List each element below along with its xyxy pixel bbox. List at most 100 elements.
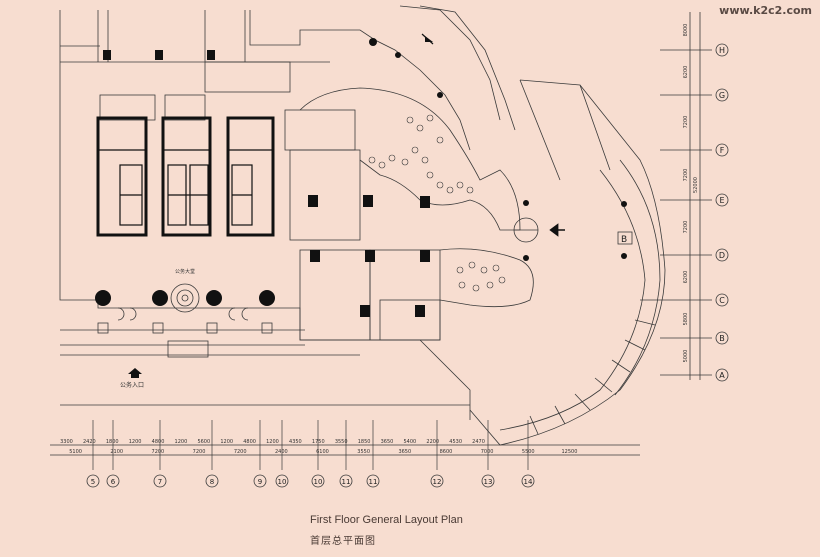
grid-bubble — [715, 331, 729, 345]
bottom-axis-labels: 5 6 7 8 9 10 10 11 11 12 13 14 — [86, 474, 535, 488]
grid-bubble — [366, 474, 380, 488]
grid-bubble — [715, 248, 729, 262]
grid-dim: 3650 — [381, 439, 394, 445]
label-entrance: 公务入口 — [120, 382, 145, 389]
north-arrow — [421, 33, 434, 45]
grid-label: A — [719, 371, 725, 380]
grid-bubble — [205, 474, 219, 488]
grid-label: 13 — [484, 478, 493, 486]
curved-ramp — [469, 79, 666, 446]
grid-label: 12 — [433, 478, 442, 486]
building-outline — [59, 10, 471, 420]
grid-bubble — [715, 193, 729, 207]
grid-dim: 12500 — [561, 449, 577, 455]
grid-mark-b: B — [621, 235, 627, 245]
grid-dim: 2100 — [110, 449, 123, 455]
grid-dim: 1200 — [266, 439, 279, 445]
grid-label: 9 — [258, 478, 262, 486]
grid-label: H — [719, 46, 725, 55]
grid-label: 10 — [278, 478, 287, 486]
grid-dim: 7000 — [481, 449, 494, 455]
upper-right-outline — [249, 10, 471, 151]
grid-label: 11 — [369, 478, 378, 486]
grid-dim: 1850 — [358, 439, 371, 445]
entrance-arrow — [128, 368, 142, 378]
grid-bubble — [106, 474, 120, 488]
grid-dim: 5400 — [404, 439, 417, 445]
caption-english: First Floor General Layout Plan — [310, 514, 463, 526]
grid-dim: 1800 — [106, 439, 119, 445]
bottom-grid-ticks — [92, 420, 529, 470]
grid-dim: 2420 — [83, 439, 96, 445]
grid-dim: 5100 — [69, 449, 82, 455]
curved-lounge — [299, 87, 521, 231]
grid-label: 8 — [210, 478, 214, 486]
right-grid-axis — [660, 12, 712, 380]
grid-dim: 4800 — [243, 439, 256, 445]
grid-dim: 7200 — [193, 449, 206, 455]
grid-dim: 8000 — [683, 24, 689, 37]
grid-dim: 5600 — [197, 439, 210, 445]
grid-dim: 2400 — [275, 449, 288, 455]
grid-bubble — [275, 474, 289, 488]
grid-bubble — [430, 474, 444, 488]
bottom-dims-bottom: 5100 2100 7200 7200 7200 2400 6100 3550 3650 8600… — [69, 449, 577, 455]
grid-dim: 6200 — [683, 271, 689, 284]
grid-dim: 3650 — [398, 449, 411, 455]
grid-label: F — [720, 146, 725, 155]
grid-bubble — [311, 474, 325, 488]
grid-dim: 2470 — [472, 439, 485, 445]
grid-dim: 3550 — [357, 449, 370, 455]
grid-dim: 5500 — [522, 449, 535, 455]
grid-label: 14 — [524, 478, 533, 486]
grid-dim: 5800 — [683, 313, 689, 326]
grid-dim: 1200 — [175, 439, 188, 445]
grid-label: 7 — [158, 478, 162, 486]
bottom-dims-top: 3300 2420 1800 1200 4800 1200 5600 1200 4800 1200… — [60, 439, 485, 445]
grid-dim: 3550 — [335, 439, 348, 445]
grid-dim: 6100 — [316, 449, 329, 455]
grid-bubble — [481, 474, 495, 488]
grid-bubble — [86, 474, 100, 488]
grid-label: 11 — [342, 478, 351, 486]
grid-bubble — [715, 88, 729, 102]
grid-label: D — [719, 251, 725, 260]
grid-dim: 2200 — [426, 439, 439, 445]
grid-dim: 8600 — [440, 449, 453, 455]
watermark-text: www.k2c2.com — [719, 4, 812, 17]
grid-bubble — [153, 474, 167, 488]
grid-label: 6 — [111, 478, 116, 486]
grid-label: 10 — [314, 478, 323, 486]
grid-dim: 5000 — [683, 350, 689, 363]
grid-bubble — [715, 293, 729, 307]
right-grid-labels: HGFEDCBA80006200720072007200620058005000… — [683, 24, 729, 382]
grid-label: 5 — [91, 478, 95, 486]
grid-dim: 1200 — [129, 439, 142, 445]
grid-dim: 7200 — [683, 221, 689, 234]
grid-label: B — [719, 334, 725, 343]
grid-dim: 4800 — [152, 439, 165, 445]
grid-bubble — [521, 474, 535, 488]
grid-bubble — [715, 43, 729, 57]
caption-chinese: 首层总平面图 — [310, 536, 376, 547]
grid-dim: 1200 — [220, 439, 233, 445]
grid-total: 52000 — [693, 177, 699, 193]
core-mid — [161, 116, 212, 237]
grid-dim: 7200 — [683, 116, 689, 129]
label-lobby: 公务大堂 — [175, 269, 196, 275]
grid-label: C — [719, 296, 725, 305]
grid-dim: 7200 — [683, 169, 689, 182]
grid-bubble — [339, 474, 353, 488]
grid-bubble — [253, 474, 267, 488]
grid-dim: 4350 — [289, 439, 302, 445]
grid-dim: 1750 — [312, 439, 325, 445]
grid-bubble — [715, 143, 729, 157]
grid-bubble — [715, 368, 729, 382]
core-left — [96, 116, 148, 237]
core-right — [226, 116, 275, 237]
grid-dim: 7200 — [234, 449, 247, 455]
grid-label: G — [719, 91, 725, 100]
grid-dim: 7200 — [152, 449, 165, 455]
grid-dim: 3300 — [60, 439, 73, 445]
